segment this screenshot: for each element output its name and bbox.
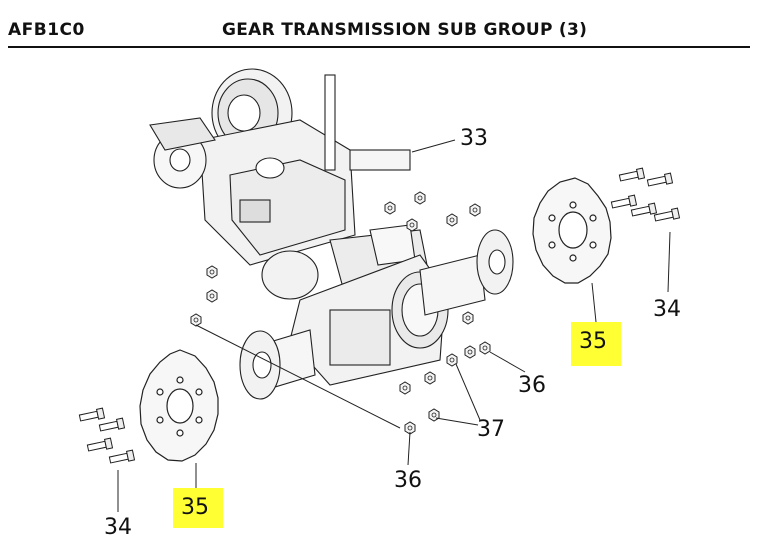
leader-37-a: [455, 363, 481, 421]
leader-36-right: [489, 351, 526, 373]
callout-34-left: 34: [104, 515, 132, 540]
callout-35-right: 35: [579, 329, 607, 354]
callout-33: 33: [460, 126, 488, 151]
input-shaft: [349, 149, 411, 171]
header-divider: [8, 46, 750, 48]
intermediate-housing: [261, 250, 319, 300]
left-bolt-set: [78, 407, 136, 466]
leader-37-b: [435, 417, 479, 426]
callout-36-right: 36: [518, 373, 546, 398]
mounting-bracket: [324, 74, 336, 171]
leader-33: [411, 139, 456, 153]
callout-34-right: 34: [653, 297, 681, 322]
right-drive-sprocket: [532, 177, 612, 284]
highlight-35-left: [173, 488, 223, 528]
right-axle-tube: [419, 254, 486, 316]
callout-37: 37: [477, 417, 505, 442]
leader-36-bottom: [407, 431, 411, 466]
gear-transmission-upper-assembly: [149, 68, 431, 300]
page-title: GEAR TRANSMISSION SUB GROUP (3): [222, 20, 588, 40]
callout-36-bottom: 36: [394, 468, 422, 493]
leader-34-right: [667, 231, 671, 293]
axle-housing-assembly: [239, 229, 514, 400]
leader-lines: [117, 139, 671, 512]
right-bolt-set: [610, 167, 681, 224]
highlight-35-right: [571, 322, 621, 366]
assembly-line-left-nut: [195, 324, 401, 429]
callout-35-left: 35: [181, 495, 209, 520]
left-drive-sprocket: [139, 349, 219, 462]
section-code: AFB1C0: [8, 20, 85, 40]
leader-35-right: [591, 282, 597, 323]
